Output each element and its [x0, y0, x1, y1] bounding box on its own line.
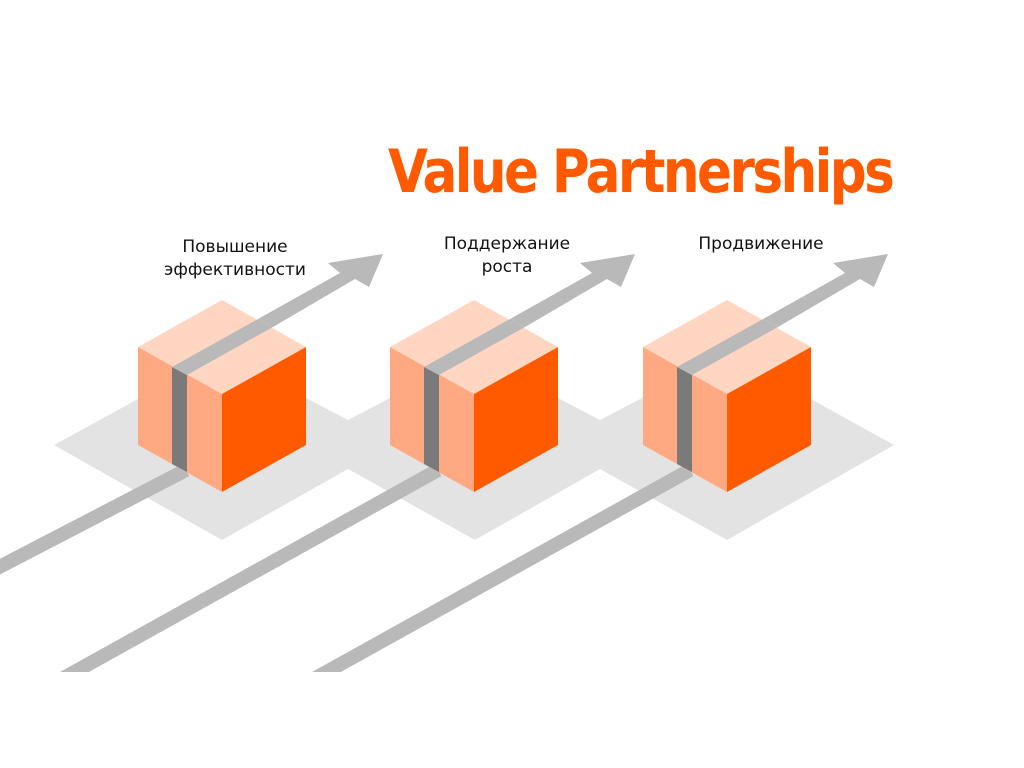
box-3 — [643, 300, 811, 492]
box-strap-side — [172, 367, 187, 472]
stage-label-efficiency: Повышение эффективности — [164, 237, 306, 280]
box-right-face — [222, 347, 306, 492]
page-title: Value Partnerships — [388, 137, 895, 207]
stage-label-promotion: Продвижение — [698, 234, 824, 254]
arrow-up-right-icon — [258, 254, 383, 327]
arrow-up-right-icon — [510, 254, 635, 327]
stage-label-growth: Поддержание роста — [443, 234, 571, 277]
arrow-lines — [0, 463, 694, 687]
arrow-up-right-icon — [763, 254, 888, 327]
arrow-heads — [258, 254, 888, 327]
box-1 — [138, 300, 306, 492]
box-strap-top — [172, 319, 273, 375]
box-2 — [390, 300, 558, 492]
